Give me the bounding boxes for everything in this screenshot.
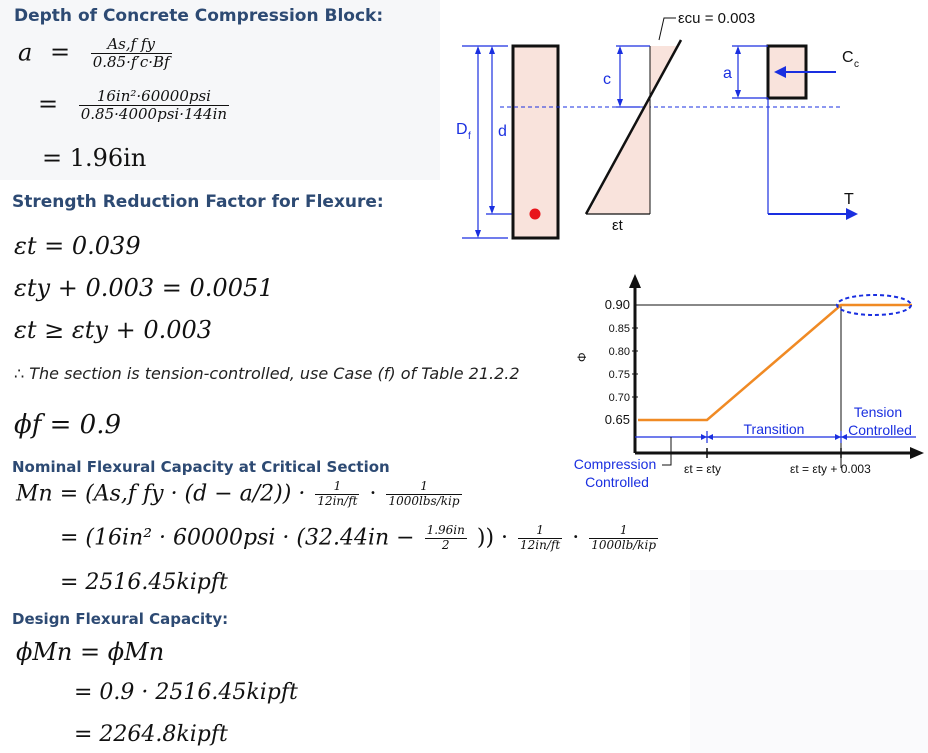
region-arrow-2 bbox=[701, 434, 707, 440]
eq-a-den1: 0.85·f′c·Bf bbox=[92, 53, 170, 72]
eq-phi-f: ϕf = 0.9 bbox=[14, 410, 122, 440]
label-df: D bbox=[456, 121, 468, 138]
eq-mn-f3-num: 1.96in bbox=[424, 523, 467, 539]
eq-mn-f3-den: 2 bbox=[441, 537, 450, 552]
equation-background-panel bbox=[0, 0, 440, 180]
c-arrow-top bbox=[617, 46, 623, 54]
eq-mn-line1-text: Mn = (As,f fy · (d − a/2)) · bbox=[16, 481, 306, 507]
region-compression-line1: Compression bbox=[574, 456, 656, 472]
ecu-leader bbox=[658, 17, 676, 41]
y-tick-label: 0.70 bbox=[609, 392, 630, 404]
label-cc-sub: c bbox=[854, 59, 859, 70]
eq-mn-frac4: 1 12in/ft bbox=[518, 523, 563, 553]
x-marker-label-1: εt = εty bbox=[684, 462, 721, 476]
label-ecu: εcu = 0.003 bbox=[678, 10, 755, 27]
eq-a-num1: As,f fy bbox=[90, 35, 172, 55]
eq-mn-frac1: 1 12in/ft bbox=[315, 479, 360, 509]
eq-design-line1: ϕMn = ϕMn bbox=[16, 638, 165, 666]
phi-series-line bbox=[638, 303, 912, 422]
eq-a-frac2: 16in²·60000psi 0.85·4000psi·144in bbox=[78, 87, 230, 124]
label-d: d bbox=[498, 123, 507, 140]
eq-mn-line2: = (16in² · 60000psi · (32.44in − 1.96in … bbox=[60, 523, 659, 553]
eq-a-den2: 0.85·4000psi·144in bbox=[80, 105, 228, 124]
eq-design-line3: = 2264.8kipft bbox=[74, 722, 228, 747]
d-arrow-top bbox=[489, 46, 495, 54]
eq-mn-f4-den: 12in/ft bbox=[520, 537, 561, 552]
tension-highlight bbox=[836, 294, 912, 316]
y-tick-label: 0.80 bbox=[609, 346, 630, 358]
cc-arrow-head bbox=[774, 66, 786, 78]
eq-mn-frac2: 1 1000lbs/kip bbox=[386, 479, 462, 509]
eq-mn-line2-text: = (16in² · 60000psi · (32.44in − bbox=[60, 525, 415, 551]
eq-phi-line3: εt ≥ εty + 0.003 bbox=[14, 316, 213, 344]
label-cc: C bbox=[842, 49, 854, 66]
region-arrow-1 bbox=[707, 434, 713, 440]
x-marker-label-2: εt = εty + 0.003 bbox=[790, 462, 871, 476]
nominal-heading: Nominal Flexural Capacity at Critical Se… bbox=[12, 458, 390, 476]
eq-design-line2: = 0.9 · 2516.45kipft bbox=[74, 680, 298, 705]
eq-phi-line1: εt = 0.039 bbox=[14, 232, 141, 260]
region-arrow-3 bbox=[835, 434, 841, 440]
x-axis-arrow bbox=[910, 447, 924, 459]
eq-mn-frac3: 1.96in 2 bbox=[424, 523, 467, 553]
phi-chart: Φ 0.65 0.70 0.75 0.80 0.85 0.90 εt = εty εt =… bbox=[574, 274, 924, 490]
y-axis-label: Φ bbox=[575, 352, 589, 362]
eq-mn-f2-den: 1000lbs/kip bbox=[388, 493, 460, 508]
region-arrow-4 bbox=[841, 434, 847, 440]
rebar-dot bbox=[529, 208, 541, 220]
eq-mn-line2-mid: )) · bbox=[476, 525, 509, 551]
eq-mn-f5-num: 1 bbox=[589, 523, 659, 539]
beam-section bbox=[511, 44, 560, 240]
c-arrow-bottom bbox=[617, 99, 623, 107]
conclusion-note: ∴ The section is tension-controlled, use… bbox=[14, 364, 520, 383]
y-ticks: 0.65 0.70 0.75 0.80 0.85 0.90 bbox=[605, 297, 638, 427]
label-df-sub: f bbox=[468, 131, 471, 142]
region-transition: Transition bbox=[744, 421, 805, 437]
df-arrow-bottom bbox=[475, 230, 481, 238]
design-heading: Design Flexural Capacity: bbox=[12, 610, 229, 628]
compression-leader bbox=[662, 437, 672, 466]
region-tension-line1: Tension bbox=[854, 404, 902, 420]
label-et: εt bbox=[612, 217, 624, 234]
depth-heading: Depth of Concrete Compression Block: bbox=[14, 6, 384, 26]
region-tension-line2: Controlled bbox=[848, 422, 912, 438]
eq-a-frac1: As,f fy 0.85·f′c·Bf bbox=[90, 35, 172, 72]
eq-mn-frac5: 1 1000lb/kip bbox=[589, 523, 659, 553]
eq-a-result: = 1.96in bbox=[42, 144, 147, 172]
strain-line bbox=[584, 39, 683, 215]
eq-mn-f1-den: 12in/ft bbox=[317, 493, 358, 508]
y-tick-label: 0.65 bbox=[605, 412, 630, 427]
y-tick-label: 0.75 bbox=[609, 369, 630, 381]
t-arrow-head bbox=[846, 208, 858, 220]
eq-phi-line2: εty + 0.003 = 0.0051 bbox=[14, 274, 274, 302]
eq-a-line2: = 16in²·60000psi 0.85·4000psi·144in bbox=[38, 87, 230, 124]
y-tick-label: 0.85 bbox=[609, 323, 630, 335]
eq-mn-f5-den: 1000lb/kip bbox=[591, 537, 657, 552]
eq-a-num2: 16in²·60000psi bbox=[78, 87, 230, 107]
label-c: c bbox=[603, 71, 611, 88]
phi-heading: Strength Reduction Factor for Flexure: bbox=[12, 192, 384, 212]
eq-a-lhs: a bbox=[18, 38, 33, 67]
region-compression-line2: Controlled bbox=[585, 474, 649, 490]
a-arrow-top bbox=[735, 46, 741, 54]
eq-mn-line1: Mn = (As,f fy · (d − a/2)) · 1 12in/ft ·… bbox=[16, 479, 462, 509]
eq-mn-result: = 2516.45kipft bbox=[60, 570, 228, 595]
eq-mn-f2-num: 1 bbox=[386, 479, 462, 495]
d-arrow-bottom bbox=[489, 206, 495, 214]
eq-mn-f4-num: 1 bbox=[518, 523, 563, 539]
section-diagram: D f d c εcu = 0.003 εt a C c T bbox=[456, 10, 859, 240]
y-tick-label: 0.90 bbox=[605, 297, 630, 312]
y-axis-arrow bbox=[629, 274, 641, 288]
eq-a-line1: a = As,f fy 0.85·f′c·Bf bbox=[18, 35, 172, 72]
eq-mn-f1-num: 1 bbox=[315, 479, 360, 495]
label-a: a bbox=[723, 65, 732, 82]
df-arrow-top bbox=[475, 46, 481, 54]
a-arrow-bottom bbox=[735, 90, 741, 98]
label-t: T bbox=[844, 191, 854, 208]
equation-background-panel-lower bbox=[690, 570, 928, 753]
